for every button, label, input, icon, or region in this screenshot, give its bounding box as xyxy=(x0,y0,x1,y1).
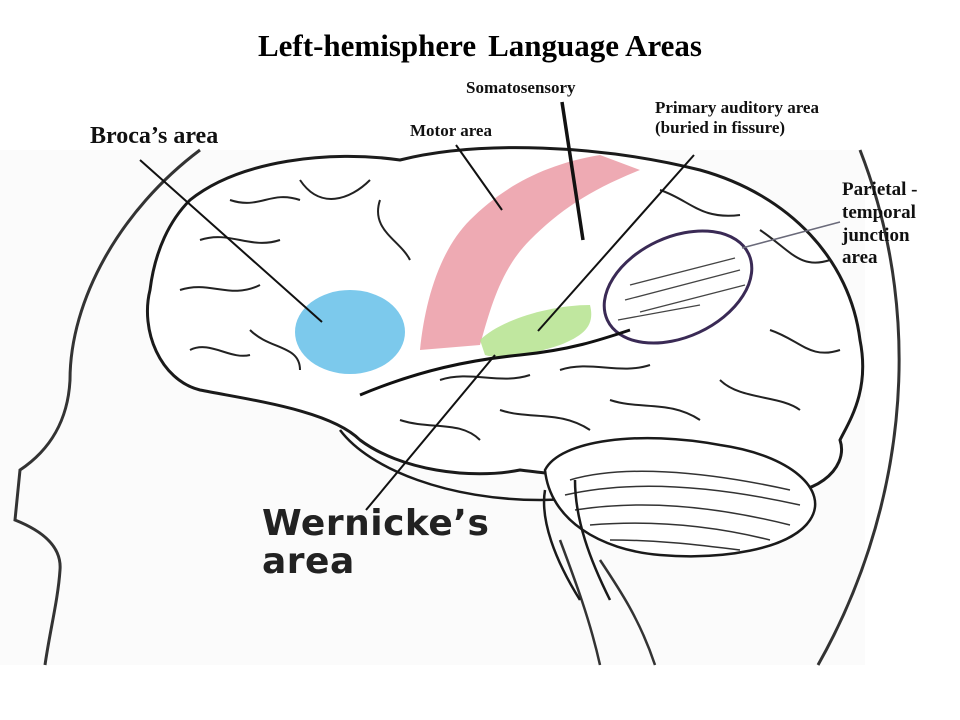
head-outline xyxy=(13,148,901,666)
wernicke-label: Wernicke’s area xyxy=(262,505,489,581)
junction-hatching xyxy=(617,257,746,321)
neck-outline xyxy=(558,539,657,666)
parietal-label-line-3: junction xyxy=(842,224,910,246)
motor-leader xyxy=(455,144,503,211)
auditory-label-line-1: Primary auditory area xyxy=(655,98,819,117)
parietal-label-line-4: area xyxy=(842,247,878,269)
page-title: Left-hemisphere Language Areas xyxy=(0,28,960,64)
motor-label: Motor area xyxy=(410,121,492,140)
parietal-label-line-2: temporal xyxy=(842,201,916,223)
parietal-leader xyxy=(741,221,841,249)
broca-region xyxy=(295,290,405,374)
brain-stem xyxy=(542,479,612,601)
parietal-temporal-label: Parietal - temporal junction area xyxy=(842,179,917,270)
somatosensory-leader xyxy=(560,101,585,241)
title-part-2: Language Areas xyxy=(488,28,702,63)
auditory-label-line-2: (buried in fissure) xyxy=(655,118,786,138)
somatosensory-label: Somatosensory xyxy=(466,78,576,97)
cerebellum xyxy=(543,436,817,558)
auditory-label: Primary auditory area (buried in fissure… xyxy=(655,98,819,139)
title-part-1: Left-hemisphere xyxy=(258,28,477,63)
wernicke-leader xyxy=(365,354,496,511)
broca-leader xyxy=(139,159,323,323)
auditory-leader xyxy=(537,154,695,332)
lateral-fissure xyxy=(359,328,631,397)
wernicke-label-line-2: area xyxy=(262,540,355,582)
cerebellum-folds xyxy=(564,470,801,551)
gyri-folds xyxy=(179,179,841,441)
leader-lines xyxy=(139,101,841,511)
wernicke-label-line-1: Wernicke’s xyxy=(262,503,490,544)
broca-label: Broca’s area xyxy=(90,123,219,149)
motor-region xyxy=(420,155,640,350)
parietal-label-line-1: Parietal - xyxy=(842,179,918,200)
wernicke-region xyxy=(480,305,592,357)
parietal-temporal-junction-circle xyxy=(602,229,754,345)
